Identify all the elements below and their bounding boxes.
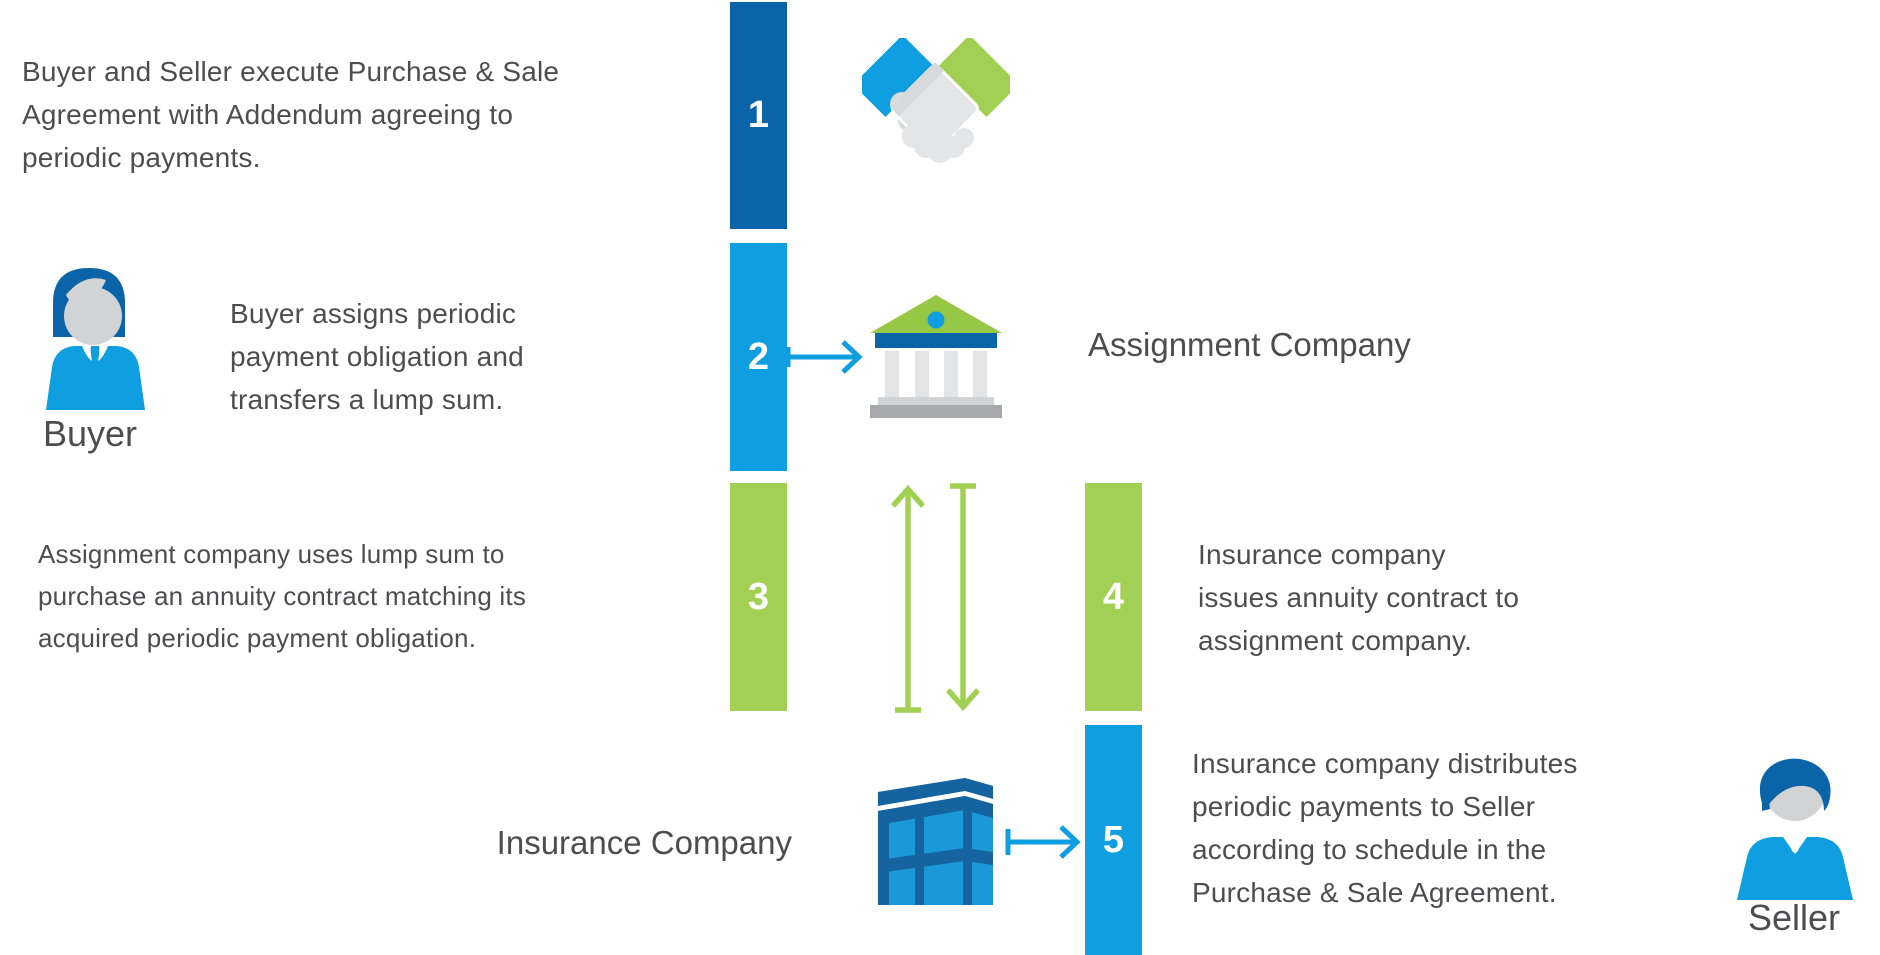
arrow-down-icon bbox=[945, 483, 981, 712]
step-number-3: 3 bbox=[747, 575, 770, 618]
step-number-5: 5 bbox=[1102, 818, 1125, 861]
step-bar-3: 3 bbox=[730, 483, 787, 711]
assignment-company-label: Assignment Company bbox=[1088, 326, 1411, 363]
arrow-up-icon bbox=[890, 483, 981, 713]
step-number-2: 2 bbox=[747, 335, 770, 378]
step-bar-1: 1 bbox=[730, 2, 787, 229]
arrow-right-icon bbox=[785, 340, 863, 374]
step-bar-4: 4 bbox=[1085, 483, 1142, 711]
seller-avatar-icon bbox=[1737, 758, 1853, 900]
step-bar-2: 2 bbox=[730, 243, 787, 471]
arrow-right-icon bbox=[1005, 825, 1081, 859]
buyer-label: Buyer bbox=[42, 413, 138, 454]
step-bar-5: 5 bbox=[1085, 725, 1142, 955]
step-2-description: Buyer assigns periodic payment obligatio… bbox=[230, 298, 524, 415]
step-5-description: Insurance company distributes periodic p… bbox=[1192, 748, 1578, 908]
buyer-avatar-icon bbox=[46, 268, 145, 410]
step-4-description: Insurance company issues annuity contrac… bbox=[1198, 539, 1520, 656]
step-1-description: Buyer and Seller execute Purchase & Sale… bbox=[22, 56, 560, 173]
step-number-4: 4 bbox=[1102, 575, 1125, 618]
handshake-icon bbox=[862, 38, 1010, 163]
step-number-1: 1 bbox=[747, 94, 770, 136]
insurance-company-label: Insurance Company bbox=[496, 824, 792, 861]
bank-icon bbox=[870, 295, 1002, 418]
seller-label: Seller bbox=[1747, 897, 1841, 938]
step-3-description: Assignment company uses lump sum to purc… bbox=[38, 539, 527, 653]
building-icon bbox=[878, 778, 993, 905]
